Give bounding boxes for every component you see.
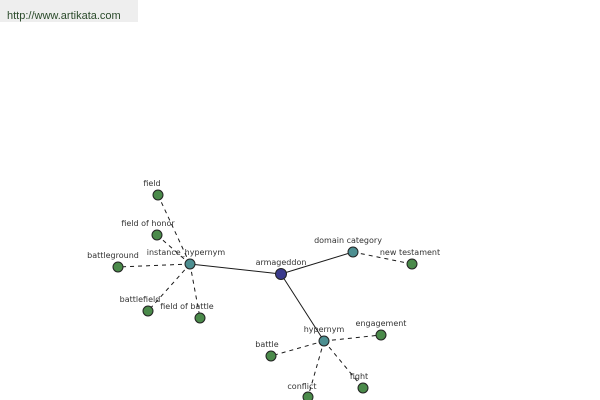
label-field-of-battle[interactable]: field of battle bbox=[160, 302, 214, 311]
label-hypernym[interactable]: hypernym bbox=[304, 325, 345, 334]
edge-armageddon-hypernym bbox=[280, 273, 325, 342]
label-armageddon[interactable]: armageddon bbox=[256, 258, 307, 267]
node-battleground[interactable] bbox=[112, 261, 124, 273]
node-hypernym[interactable] bbox=[318, 335, 330, 347]
label-engagement[interactable]: engagement bbox=[356, 319, 407, 328]
edge-domain-category-new-testament bbox=[352, 251, 413, 265]
edge-armageddon-domain-category bbox=[280, 251, 354, 275]
edge-hypernym-battle bbox=[270, 340, 325, 357]
label-battleground[interactable]: battleground bbox=[87, 251, 139, 260]
node-conflict[interactable] bbox=[302, 391, 314, 400]
node-field-of-honor[interactable] bbox=[151, 229, 163, 241]
graph-nodes bbox=[112, 189, 418, 400]
site-link[interactable]: http://www.artikata.com bbox=[7, 10, 121, 22]
label-domain-category[interactable]: domain category bbox=[314, 236, 382, 245]
node-instance-hypernym[interactable] bbox=[184, 258, 196, 270]
node-fight[interactable] bbox=[357, 382, 369, 394]
edge-hypernym-conflict bbox=[307, 340, 325, 398]
graph-labels: armageddon instance_hypernym domain catego… bbox=[87, 179, 440, 391]
node-new-testament[interactable] bbox=[406, 258, 418, 270]
node-battle[interactable] bbox=[265, 350, 277, 362]
label-fight[interactable]: fight bbox=[350, 372, 368, 381]
node-field[interactable] bbox=[152, 189, 164, 201]
edge-hypernym-engagement bbox=[323, 334, 382, 342]
label-battlefield[interactable]: battlefield bbox=[120, 295, 161, 304]
node-domain-category[interactable] bbox=[347, 246, 359, 258]
node-battlefield[interactable] bbox=[142, 305, 154, 317]
label-conflict[interactable]: conflict bbox=[287, 382, 316, 391]
label-battle[interactable]: battle bbox=[255, 340, 278, 349]
graph-edges bbox=[117, 194, 413, 398]
edge-armageddon-instance-hypernym bbox=[189, 263, 282, 275]
label-field[interactable]: field bbox=[143, 179, 160, 188]
label-new-testament[interactable]: new testament bbox=[380, 248, 440, 257]
edge-instance-hypernym-battleground bbox=[117, 263, 191, 268]
node-engagement[interactable] bbox=[375, 329, 387, 341]
label-field-of-honor[interactable]: field of honor bbox=[121, 219, 175, 228]
edge-instance-hypernym-field-of-battle bbox=[189, 263, 201, 319]
node-field-of-battle[interactable] bbox=[194, 312, 206, 324]
edge-hypernym-fight bbox=[323, 340, 364, 389]
edge-instance-hypernym-battlefield bbox=[147, 263, 191, 312]
node-armageddon[interactable] bbox=[275, 268, 287, 280]
site-banner: http://www.artikata.com bbox=[0, 0, 138, 22]
label-instance-hypernym[interactable]: instance_hypernym bbox=[147, 248, 226, 257]
